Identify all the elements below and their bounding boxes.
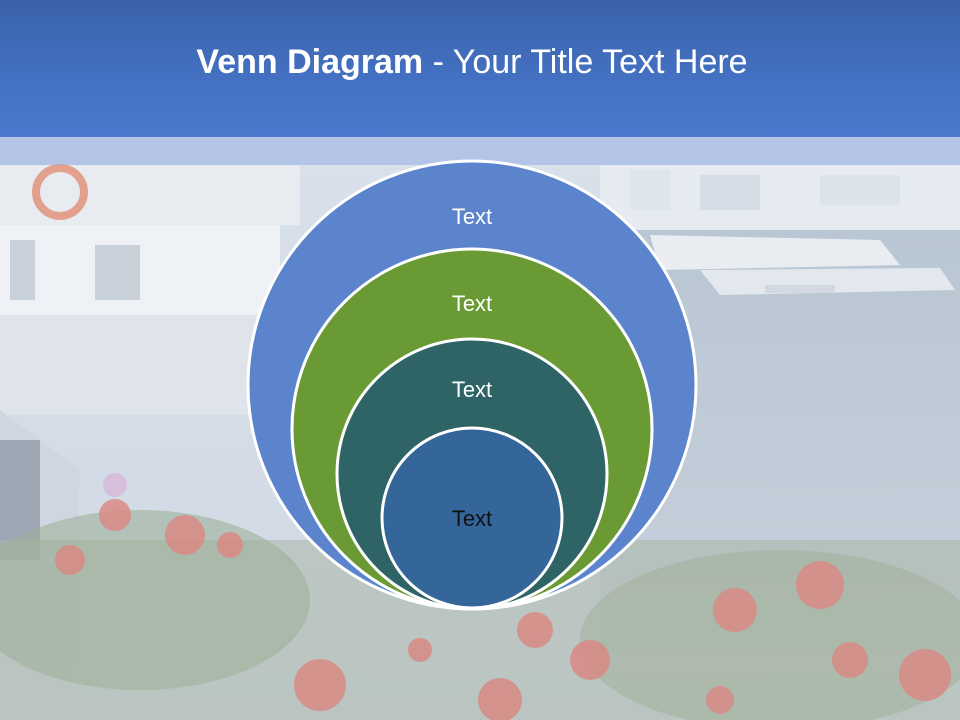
circle-outer-label: Text — [452, 204, 492, 229]
title-rest: - Your Title Text Here — [423, 43, 748, 81]
circle-inner — [380, 426, 564, 610]
slide-title: Venn Diagram - Your Title Text Here — [0, 40, 944, 84]
title-band — [0, 0, 960, 137]
title-bold: Venn Diagram — [196, 43, 424, 81]
circle-second-label: Text — [452, 291, 492, 316]
circle-third-label: Text — [452, 377, 492, 402]
circle-inner-label: Text — [452, 506, 492, 531]
